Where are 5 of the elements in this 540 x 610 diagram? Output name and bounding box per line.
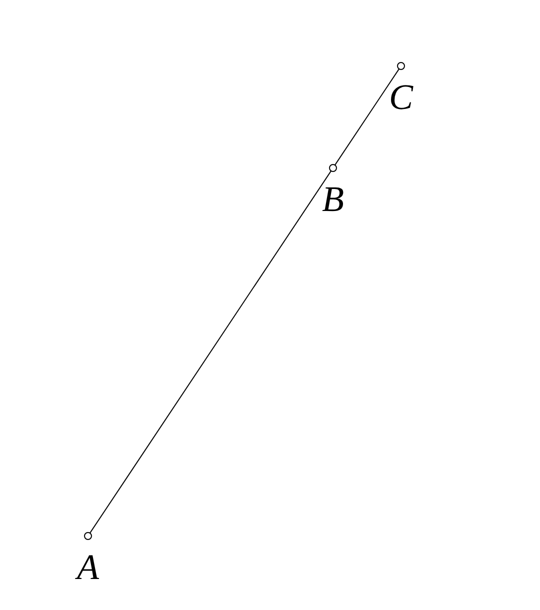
point-label: A: [77, 550, 99, 584]
line-segment: [334, 68, 400, 166]
point-label: B: [322, 182, 344, 216]
point-label: C: [388, 80, 413, 114]
line-segment: [89, 170, 332, 534]
